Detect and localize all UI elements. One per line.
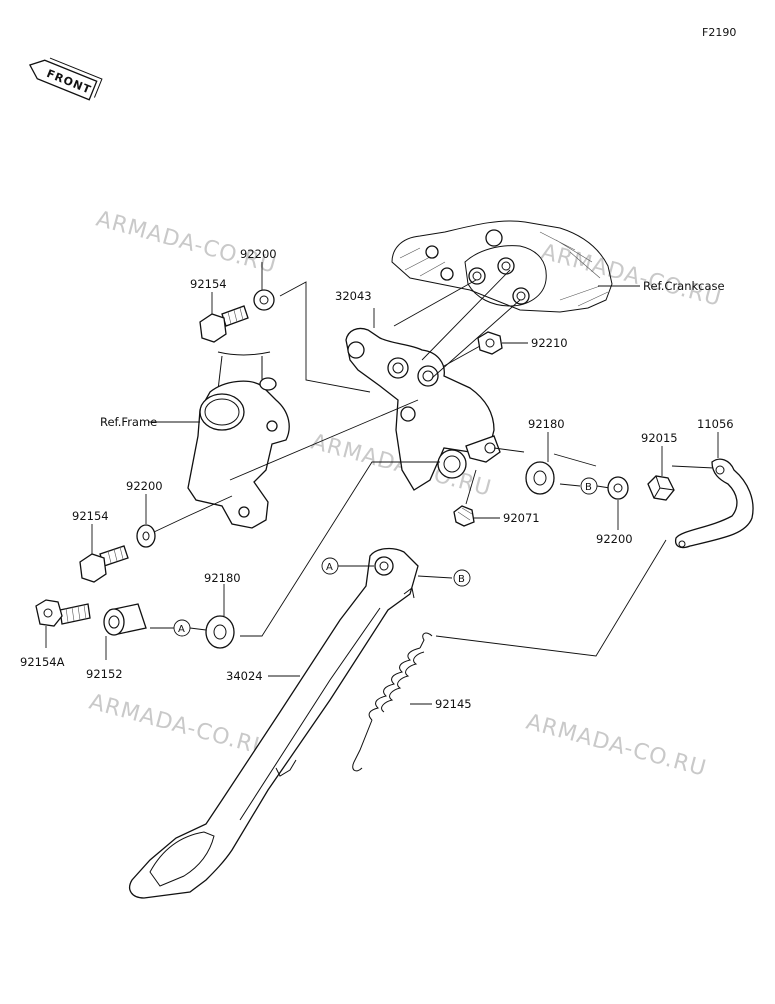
part-92200-left: 92200 xyxy=(126,479,163,493)
callout-b-stand-label: B xyxy=(458,574,465,585)
part-92015-nut: 92015 xyxy=(641,431,678,501)
part-92071: 92071 xyxy=(503,511,540,525)
watermark-2: ARMADA-CO.RU xyxy=(538,240,724,312)
part-92152: 92152 xyxy=(86,667,123,681)
crankcase-ref: Ref.Crankcase xyxy=(391,220,725,313)
part-92180-right-washer: 92180 xyxy=(525,417,565,495)
part-11056: 11056 xyxy=(697,417,734,431)
watermark-5: ARMADA-CO.RU xyxy=(523,710,709,782)
part-92145-spring: 92145 xyxy=(352,632,472,772)
part-92180-right: 92180 xyxy=(528,417,565,431)
figure-code: F2190 xyxy=(702,26,736,39)
callout-a-stand-label: A xyxy=(326,562,333,573)
callout-b-stand: B xyxy=(417,569,471,587)
part-92180-left-washer: 92180 xyxy=(204,571,241,649)
part-92200-top: 92200 xyxy=(240,247,277,261)
front-arrow-icon: FRONT xyxy=(28,57,103,101)
callout-b-right-label: B xyxy=(585,482,592,493)
ref-frame-label: Ref.Frame xyxy=(100,415,157,429)
part-92015: 92015 xyxy=(641,431,678,445)
part-92152-collar: 92152 xyxy=(86,603,147,681)
part-92154-top-bolt: 92154 xyxy=(190,277,249,343)
part-92180-left: 92180 xyxy=(204,571,241,585)
part-92200-right-washer: 92200 xyxy=(596,476,633,546)
watermark-1: ARMADA-CO.RU xyxy=(93,207,279,279)
part-92210: 92210 xyxy=(531,336,568,350)
part-92154-left: 92154 xyxy=(72,509,109,523)
callout-b-right: B xyxy=(559,477,611,495)
part-34024: 34024 xyxy=(226,669,263,683)
part-32043: 32043 xyxy=(335,289,372,303)
part-34024-side-stand: 34024 xyxy=(129,547,419,899)
part-92154A-bolt: 92154A xyxy=(20,599,91,669)
part-92145: 92145 xyxy=(435,697,472,711)
part-92154-top: 92154 xyxy=(190,277,227,291)
assembly-lines xyxy=(153,269,715,657)
part-92200-right: 92200 xyxy=(596,532,633,546)
watermarks: ARMADA-CO.RU ARMADA-CO.RU ARMADA-CO.RU A… xyxy=(86,207,724,782)
part-92071-grommet: 92071 xyxy=(453,469,540,527)
part-92200-left-washer: 92200 xyxy=(126,479,163,548)
callout-a-stand: A xyxy=(321,557,374,575)
part-92200-top-washer: 92200 xyxy=(240,247,277,311)
part-92154-left-bolt: 92154 xyxy=(72,509,129,583)
stand-bracket-32043: 32043 xyxy=(335,289,501,491)
frame-ref: Ref.Frame xyxy=(100,351,290,529)
part-92210-nut: 92210 xyxy=(477,331,568,355)
ref-crankcase-label: Ref.Crankcase xyxy=(643,279,725,293)
callout-a-left: A xyxy=(150,619,207,637)
watermark-4: ARMADA-CO.RU xyxy=(86,690,272,762)
part-92154A: 92154A xyxy=(20,655,65,669)
part-11056-bracket: 11056 xyxy=(674,417,754,549)
callout-a-left-label: A xyxy=(178,624,185,635)
